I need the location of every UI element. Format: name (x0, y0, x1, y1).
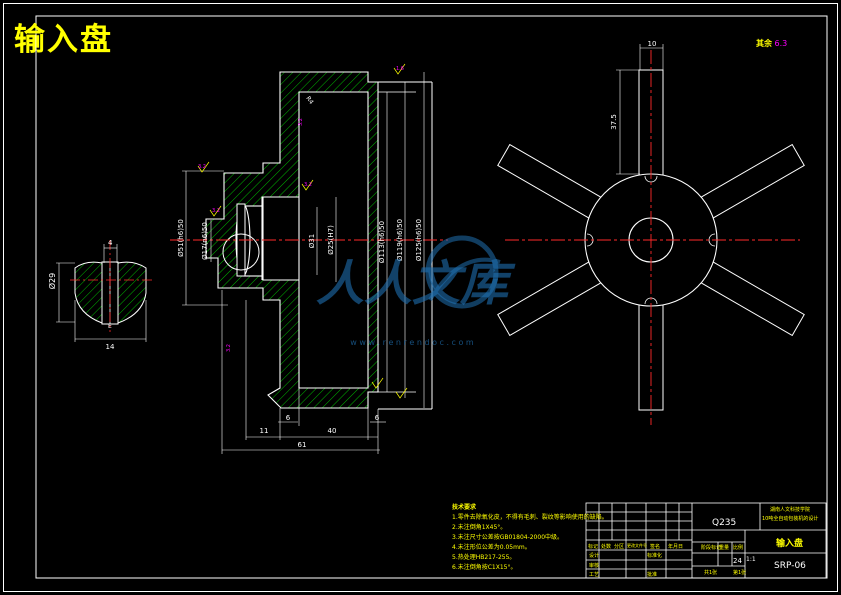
dim-d119: Ø119(h6)50 (396, 219, 404, 261)
title-block-grid (585, 502, 827, 579)
note-item: 4.未注形位公差为0.05mm。 (452, 544, 531, 551)
watermark-logo (425, 235, 501, 309)
dim-l40: 40 (328, 427, 337, 435)
tb-part-name: 输入盘 (776, 539, 804, 549)
tb-sheets: 共1张 (704, 570, 718, 576)
tb-role-label: 工艺 (589, 572, 600, 578)
tb-drawing-no: SRP-06 (774, 561, 806, 571)
dim-l6a: 6 (286, 414, 291, 422)
tb-row-label: 标记 (588, 544, 599, 550)
watermark-brand: 人人文库 (316, 256, 516, 312)
roughness-label: 其余 (756, 39, 772, 48)
outer-border (3, 3, 838, 592)
dim-d17: Ø17(n6)50 (201, 222, 209, 260)
hub-detail-view (56, 240, 152, 342)
watermark-url: w w w . r e n r e n d o c . c o m (350, 338, 474, 347)
tb-row-label: 年月日 (668, 544, 684, 550)
dim-l375: 37.5 (610, 114, 618, 130)
drawing-title: 输入盘 (14, 22, 113, 58)
dim-l61: 61 (298, 441, 307, 449)
ra-mark-d: 3.2 (212, 208, 220, 214)
dim-d125: Ø125(h6)50 (415, 219, 423, 261)
dim-d25: Ø25(H7) (327, 225, 335, 255)
dim-l10: 10 (648, 40, 657, 48)
roughness-note: 其余 6.3 (756, 38, 787, 49)
tb-sheet-count: 24 (733, 557, 742, 565)
tb-project: 10吨全自动包装机的设计 (762, 516, 819, 522)
section-view (170, 63, 448, 454)
dim-d31: Ø31 (308, 234, 316, 248)
dim-hub-dia: Ø29 (47, 273, 57, 289)
dim-hub-len: 14 (106, 343, 115, 351)
ra-mark-b: 3.2 (198, 164, 206, 170)
ra-mark-a: 1.6 (396, 66, 404, 72)
inner-border (35, 15, 828, 579)
note-item: 3.未注尺寸公差按GB01804-2000中级。 (452, 534, 564, 541)
ra-mark-e: 3.2 (298, 118, 304, 126)
tb-school: 湖南人文科技学院 (770, 507, 811, 513)
tb-row-label: 处数 (601, 544, 612, 550)
dim-r4: R4 (304, 95, 314, 106)
note-item: 5.热处理HB217-255。 (452, 554, 516, 561)
note-item: 6.未注倒角按C1X15°。 (452, 564, 517, 571)
ra-mark-c: 3.2 (304, 182, 312, 188)
tb-sheet: 第1张 (733, 570, 747, 576)
tb-stage-label: 阶段标记 (701, 545, 722, 551)
tb-role-label: 批准 (647, 572, 658, 578)
ra-mark-f: 3.2 (226, 344, 232, 352)
tb-row-label: 签名 (650, 544, 661, 550)
tb-std-label: 标准化 (647, 553, 663, 559)
notes-header: 技术要求 (452, 504, 477, 511)
dim-d113: Ø113(h6)50 (378, 221, 386, 263)
roughness-value: 6.3 (774, 39, 788, 48)
tb-row-label: 分区 (614, 544, 625, 550)
dim-l11: 11 (260, 427, 269, 435)
dim-d51: Ø51(h6)50 (177, 219, 185, 257)
tb-row-label: 更改文件号 (627, 543, 647, 548)
note-item: 1.零件去除氧化皮，不得有毛刺、裂纹等影响使用的缺陷。 (452, 514, 608, 521)
tb-scale-label: 比例 (733, 545, 744, 551)
tb-role-label: 设计 (589, 553, 600, 559)
dim-hub-width: 4 (108, 239, 113, 247)
tb-weight-label: 重量 (719, 545, 730, 551)
technical-requirements: 技术要求 1.零件去除氧化皮，不得有毛刺、裂纹等影响使用的缺陷。 2.未注倒角1… (452, 503, 608, 573)
tb-material: Q235 (712, 518, 737, 528)
tb-role-label: 审核 (589, 563, 600, 569)
dim-l6b: 6 (375, 414, 380, 422)
dim-hub-tooth: E (108, 323, 112, 330)
note-item: 2.未注倒角1X45°。 (452, 524, 507, 531)
tb-scale: 1:1 (746, 556, 756, 563)
end-view (497, 44, 805, 425)
